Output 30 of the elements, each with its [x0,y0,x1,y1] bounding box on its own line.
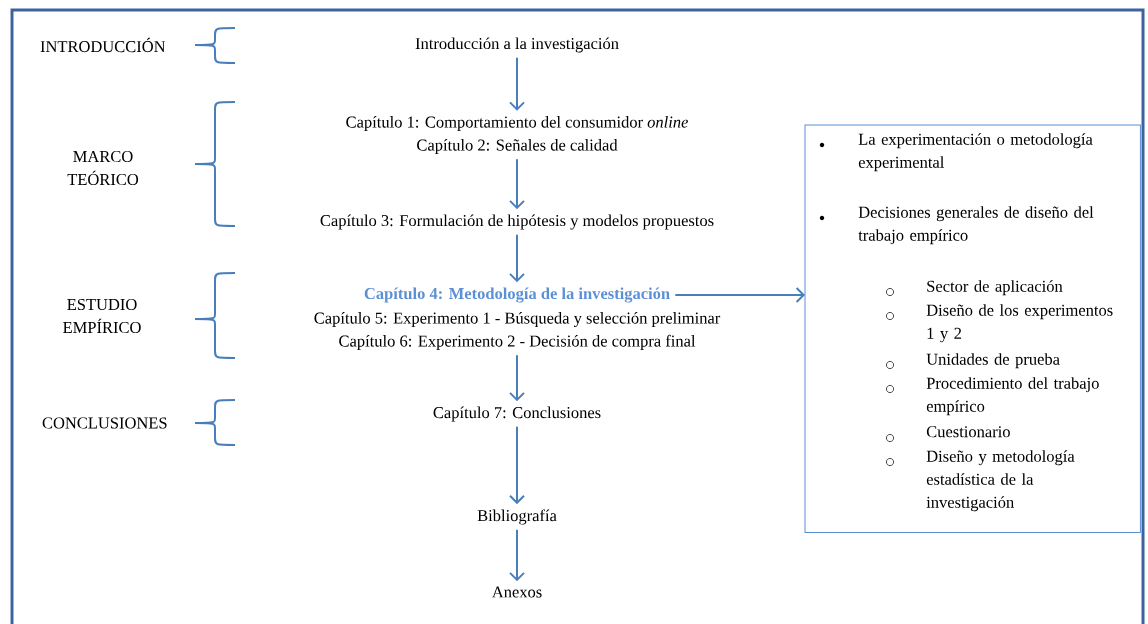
arrow [509,233,525,283]
chapter-title: Capítulo 5: Experimento 1 - Búsqueda y selección preliminar [314,312,721,328]
arrow [509,56,525,111]
list-item: Cuestionario [926,426,1010,438]
arrow [509,158,525,210]
list-item: Procedimiento del trabajo empírico [926,377,1099,416]
chapter-title: Capítulo 3: Formulación de hipótesis y modelos propuestos [320,214,714,230]
text-box [804,124,1141,533]
list-item: Sector de aplicación [927,280,1063,296]
list-item: La experimentación o metodología experimental [858,133,1093,172]
chapter-title: Capítulo 2: Señales de calidad [417,139,618,154]
list-item: Decisiones generales de diseño del trabajo empírico [858,206,1094,245]
arrow [674,287,805,303]
arrow [509,425,525,505]
arrow [509,354,525,402]
chapter-title: Capítulo 6: Experimento 2 - Decisión de compra final [339,334,696,350]
list-item: Diseño de los experimentos 1 y 2 [926,304,1113,343]
arrow [509,528,525,582]
section-label: CONCLUSIONES [42,417,167,429]
chapter-title: Introducción a la investigación [415,37,619,53]
list-item: Unidades de prueba [926,353,1060,369]
chapter-title: Bibliografía [477,509,557,525]
section-label: INTRODUCCIÓN [40,37,166,53]
chapter-title: Capítulo 4: Metodología de la investigación [364,287,670,303]
list-item: Diseño y metodología estadística de la investigación [926,450,1075,512]
section-label: ESTUDIO EMPÍRICO [63,298,141,334]
section-label: MARCO TEÓRICO [67,150,139,186]
chapter-title: Capítulo 1: Comportamiento del consumidor online [346,116,689,131]
chapter-title: Capítulo 7: Conclusiones [433,406,601,422]
chapter-title: Anexos [491,586,542,598]
